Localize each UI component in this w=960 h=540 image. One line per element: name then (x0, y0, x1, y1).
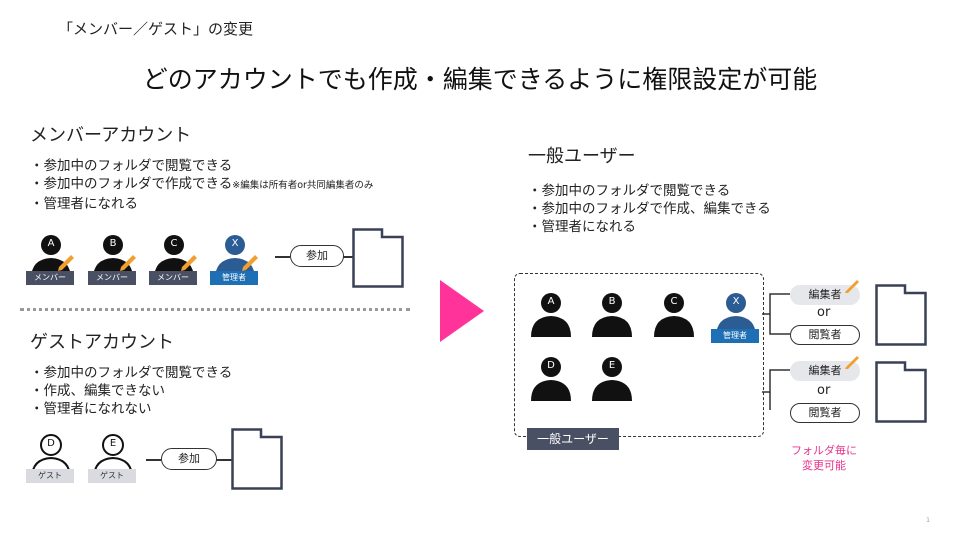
headline: どのアカウントでも作成・編集できるように権限設定が可能 (142, 65, 818, 94)
guest-section-title: ゲストアカウント (30, 332, 174, 353)
editor-role-option: 編集者 (790, 285, 860, 305)
connector-line (146, 459, 161, 461)
bullet: ・参加中のフォルダで閲覧できる (528, 183, 731, 199)
role-tag: 管理者 (210, 271, 258, 285)
user-avatar-e: E ゲスト (88, 430, 143, 492)
connector-line (275, 256, 290, 258)
or-separator: or (817, 305, 831, 320)
pencil-icon (242, 255, 258, 271)
user-avatar-a: A メンバー (26, 231, 81, 293)
user-avatar-x: X 管理者 (711, 289, 766, 351)
role-tag: メンバー (149, 271, 197, 285)
general-section-title: 一般ユーザー (528, 146, 636, 167)
pencil-icon (845, 356, 859, 369)
bullet-note: ※編集は所有者or共同編集者のみ (232, 180, 374, 191)
section-divider (20, 308, 410, 311)
bullet: ・管理者になれる (30, 196, 138, 212)
folder-icon (875, 361, 927, 423)
user-avatar-e: E (590, 353, 642, 415)
member-section-title: メンバーアカウント (30, 125, 192, 146)
role-tag: メンバー (88, 271, 136, 285)
section-header: 「メンバー／ゲスト」の変更 (58, 20, 254, 38)
or-separator: or (817, 383, 831, 398)
pencil-icon (181, 255, 197, 271)
role-tag: ゲスト (88, 469, 136, 483)
bullet: ・管理者になれる (528, 219, 636, 235)
user-avatar-c: C (652, 289, 704, 351)
pencil-icon (58, 255, 74, 271)
user-avatar-b: B (590, 289, 642, 351)
editor-role-option: 編集者 (790, 361, 860, 381)
viewer-role-option: 閲覧者 (790, 325, 860, 345)
viewer-role-option: 閲覧者 (790, 403, 860, 423)
role-tag: 管理者 (711, 329, 759, 343)
user-avatar-d: D ゲスト (26, 430, 81, 492)
role-tag: ゲスト (26, 469, 74, 483)
connector-line (216, 459, 232, 461)
user-avatar-c: C メンバー (149, 231, 204, 293)
bullet: ・参加中のフォルダで作成、編集できる (528, 201, 771, 217)
connector-line (343, 256, 353, 258)
user-avatar-d: D (529, 353, 581, 415)
person-silhouette-icon (654, 293, 694, 337)
folder-icon (231, 428, 283, 490)
pencil-icon (120, 255, 136, 271)
member-bullets: ・参加中のフォルダで閲覧できる ・参加中のフォルダで作成できる※編集は所有者or… (30, 157, 373, 213)
guest-bullets: ・参加中のフォルダで閲覧できる ・作成、編集できない ・管理者になれない (30, 364, 232, 418)
join-pill: 参加 (290, 245, 344, 267)
person-silhouette-icon (592, 357, 632, 401)
person-silhouette-icon (592, 293, 632, 337)
bullet: ・管理者になれない (30, 401, 152, 417)
per-folder-note: フォルダ毎に 変更可能 (791, 444, 857, 472)
role-tag: メンバー (26, 271, 74, 285)
arrow-right-icon (440, 280, 484, 342)
folder-icon (352, 228, 404, 288)
user-avatar-b: B メンバー (88, 231, 143, 293)
bullet: ・参加中のフォルダで閲覧できる (30, 158, 233, 174)
person-silhouette-icon (531, 357, 571, 401)
bullet: ・参加中のフォルダで作成できる※編集は所有者or共同編集者のみ (30, 176, 374, 192)
join-pill: 参加 (161, 448, 217, 470)
bullet: ・参加中のフォルダで閲覧できる (30, 365, 233, 381)
general-user-label: 一般ユーザー (527, 428, 619, 450)
user-avatar-a: A (529, 289, 581, 351)
user-avatar-x: X 管理者 (210, 231, 265, 293)
folder-icon (875, 284, 927, 346)
pencil-icon (845, 280, 859, 293)
bullet: ・作成、編集できない (30, 383, 165, 399)
page-number: 1 (926, 517, 930, 524)
bracket-connector (762, 293, 790, 410)
general-user-group-box (514, 273, 764, 437)
general-bullets: ・参加中のフォルダで閲覧できる ・参加中のフォルダで作成、編集できる ・管理者に… (528, 182, 771, 236)
person-silhouette-icon (531, 293, 571, 337)
